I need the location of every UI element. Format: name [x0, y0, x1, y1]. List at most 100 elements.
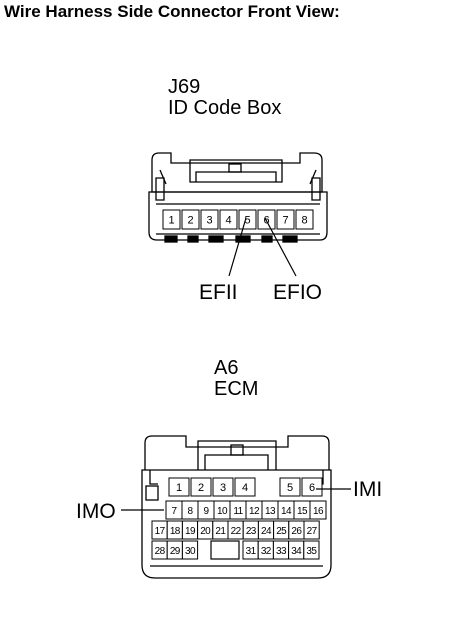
svg-text:1: 1: [168, 215, 174, 227]
pin-a6-10: 10: [213, 500, 231, 520]
pin-a6-26: 26: [288, 520, 305, 540]
svg-text:19: 19: [185, 526, 196, 537]
svg-text:3: 3: [220, 482, 226, 494]
pin-a6-23: 23: [242, 520, 259, 540]
pin-a6-1: 1: [168, 477, 190, 497]
connector-j69-housing: [148, 152, 328, 243]
connector-a6-key: [210, 540, 240, 560]
pin-j69-2: 2: [181, 209, 200, 230]
svg-text:30: 30: [185, 546, 196, 557]
svg-text:32: 32: [261, 546, 272, 557]
svg-text:2: 2: [187, 215, 193, 227]
svg-text:24: 24: [261, 526, 272, 537]
connector-a6-housing: [141, 435, 332, 579]
pin-a6-22: 22: [227, 520, 244, 540]
pin-a6-28: 28: [151, 540, 168, 560]
svg-text:31: 31: [246, 546, 257, 557]
svg-text:11: 11: [233, 506, 243, 517]
pin-a6-8: 8: [181, 500, 199, 520]
connector-a6-id: A6: [214, 357, 239, 379]
signal-efio: EFIO: [273, 281, 322, 304]
signal-efii: EFII: [199, 281, 238, 304]
svg-text:27: 27: [307, 526, 318, 537]
svg-text:26: 26: [291, 526, 302, 537]
pin-a6-32: 32: [257, 540, 274, 560]
svg-text:7: 7: [282, 215, 288, 227]
svg-text:14: 14: [281, 506, 292, 517]
svg-text:34: 34: [291, 546, 302, 557]
pin-a6-2: 2: [190, 477, 212, 497]
pin-a6-33: 33: [272, 540, 290, 560]
pin-j69-6: 6: [257, 209, 276, 230]
pin-a6-17: 17: [151, 520, 168, 540]
pin-a6-19: 19: [181, 520, 199, 540]
pin-a6-13: 13: [261, 500, 279, 520]
svg-text:23: 23: [246, 526, 257, 537]
pin-j69-8: 8: [295, 209, 314, 230]
svg-text:15: 15: [297, 506, 308, 517]
connector-j69-pin-row: 1 2 3 4 567 8: [162, 209, 314, 230]
svg-text:8: 8: [188, 506, 194, 517]
svg-text:29: 29: [170, 546, 181, 557]
pin-a6-21: 21: [212, 520, 229, 540]
connector-a6-name: ECM: [214, 378, 259, 400]
pin-a6-18: 18: [166, 520, 183, 540]
pin-a6-31: 31: [242, 540, 259, 560]
svg-text:16: 16: [313, 506, 324, 517]
pin-a6-7: 7: [165, 500, 183, 520]
svg-text:12: 12: [249, 506, 260, 517]
pin-a6-24: 24: [257, 520, 275, 540]
efio-leader-line: [264, 217, 297, 277]
svg-text:7: 7: [172, 506, 178, 517]
svg-text:1: 1: [176, 482, 182, 494]
pin-a6-3: 3: [212, 477, 234, 497]
connector-j69-id: J69: [168, 76, 201, 98]
svg-text:2: 2: [198, 482, 204, 494]
svg-text:6: 6: [309, 482, 315, 494]
pin-a6-4: 4: [234, 477, 256, 497]
pin-a6-15: 15: [293, 500, 311, 520]
pin-a6-5: 5: [279, 477, 301, 497]
svg-text:4: 4: [242, 482, 248, 494]
svg-text:28: 28: [155, 546, 166, 557]
pin-a6-9: 9: [197, 500, 215, 520]
pin-a6-12: 12: [245, 500, 263, 520]
svg-text:5: 5: [244, 215, 250, 227]
svg-text:35: 35: [306, 546, 317, 557]
pin-a6-6: 6: [301, 477, 323, 497]
svg-text:25: 25: [276, 526, 287, 537]
pin-a6-20: 20: [197, 520, 214, 540]
svg-text:17: 17: [155, 526, 166, 537]
page-title: Wire Harness Side Connector Front View:: [4, 2, 340, 21]
connector-j69-name: ID Code Box: [168, 97, 282, 119]
pin-j69-1: 1: [162, 209, 181, 230]
svg-text:20: 20: [200, 526, 211, 537]
svg-text:5: 5: [287, 482, 293, 494]
pin-j69-4: 4: [219, 209, 238, 230]
pin-j69-3: 3: [200, 209, 219, 230]
pin-j69-5: 5: [238, 209, 257, 230]
svg-text:3: 3: [206, 215, 212, 227]
pin-a6-30: 30: [181, 540, 199, 560]
svg-text:10: 10: [217, 506, 228, 517]
pin-a6-14: 14: [277, 500, 295, 520]
efii-leader-line: [228, 217, 247, 277]
signal-imo: IMO: [76, 500, 116, 523]
pin-a6-25: 25: [273, 520, 290, 540]
svg-text:4: 4: [225, 215, 231, 227]
pin-a6-16: 16: [309, 500, 327, 520]
pin-a6-11: 11: [229, 500, 247, 520]
pin-a6-34: 34: [288, 540, 305, 560]
svg-text:9: 9: [204, 506, 210, 517]
svg-text:22: 22: [231, 526, 242, 537]
pin-j69-7: 7: [276, 209, 295, 230]
svg-text:8: 8: [301, 215, 307, 227]
pin-a6-27: 27: [303, 520, 320, 540]
svg-text:21: 21: [215, 526, 226, 537]
signal-imi: IMI: [353, 478, 382, 501]
svg-text:13: 13: [265, 506, 276, 517]
pin-a6-29: 29: [166, 540, 183, 560]
pin-a6-35: 35: [303, 540, 320, 560]
